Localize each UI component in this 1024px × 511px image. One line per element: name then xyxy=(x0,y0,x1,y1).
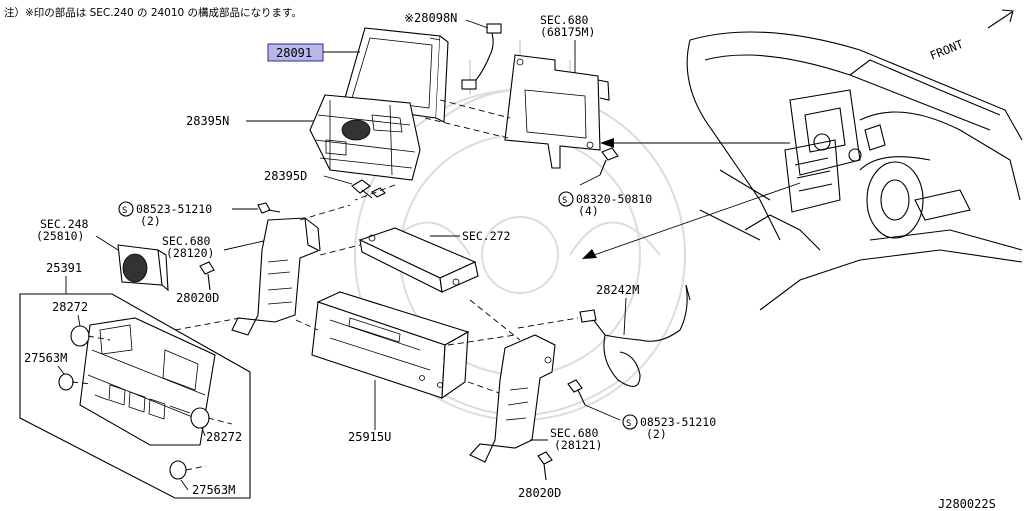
bracket-28120: SEC.680 (28120) xyxy=(162,217,321,336)
label-08523-51210-right-qty: (2) xyxy=(646,427,667,441)
label-sec680-28121-b: (28121) xyxy=(554,438,602,452)
label-27563M-bottom: 27563M xyxy=(192,483,235,497)
label-25391: 25391 xyxy=(46,261,82,275)
knob-icon xyxy=(58,373,74,391)
screw-08523-51210-right: S 08523-51210 (2) xyxy=(567,379,716,441)
screw-28020D-bottom: 28020D xyxy=(518,451,561,500)
main-unit-25915U: 25915U xyxy=(311,291,470,444)
label-08320-50810: 08320-50810 xyxy=(576,192,652,206)
label-28395N: 28395N xyxy=(186,114,229,128)
screw-08320-50810: S 08320-50810 (4) xyxy=(558,147,652,218)
harness-28098N: ※28098N xyxy=(404,11,502,90)
module-sec272: SEC.272 xyxy=(358,227,510,293)
panel-group-box xyxy=(19,293,251,499)
climate-panel-25391: 25391 xyxy=(19,261,251,499)
label-28020D-bottom: 28020D xyxy=(518,486,561,500)
label-28020D-left: 28020D xyxy=(176,291,219,305)
s-mark-icon xyxy=(622,414,638,430)
location-arrow-lower xyxy=(593,182,801,256)
label-28395D: 28395D xyxy=(264,169,307,183)
screw-28020D-left: 28020D xyxy=(176,261,219,305)
front-indicator: FRONT xyxy=(928,9,1014,63)
speaker-sec248: SEC.248 (25810) xyxy=(36,217,169,292)
label-sec680-28120-b: (28120) xyxy=(166,246,214,260)
label-28098N: ※28098N xyxy=(404,11,457,25)
s-mark-3: S xyxy=(626,419,631,429)
diagram-id: J280022S xyxy=(938,497,996,511)
label-sec680-28121-a: SEC.680 xyxy=(550,426,599,440)
front-arrow-icon xyxy=(987,9,1014,29)
note-text: 注）※印の部品は SEC.240 の 24010 の構成部品になります。 xyxy=(4,6,302,19)
label-25915U: 25915U xyxy=(348,430,391,444)
display-unit-28091: 28091 xyxy=(267,27,449,123)
dashboard-illustration xyxy=(686,31,1023,311)
control-unit-28395N: 28395N xyxy=(186,94,421,181)
label-08523-51210-top-qty: (2) xyxy=(140,214,161,228)
harness-28242M: 28242M xyxy=(517,283,691,387)
arrowhead-upper-icon xyxy=(600,138,614,148)
s-mark-icon xyxy=(118,201,134,217)
front-label: FRONT xyxy=(928,37,965,63)
s-mark-2: S xyxy=(122,206,127,216)
label-sec248-b: (25810) xyxy=(36,229,84,243)
screw-08523-51210-top: S 08523-51210 (2) xyxy=(118,201,281,228)
label-08523-51210-top: 08523-51210 xyxy=(136,202,212,216)
label-28272-top: 28272 xyxy=(52,300,88,314)
bracket-68175M: SEC.680 (68175M) xyxy=(504,13,610,169)
highlight-28091 xyxy=(267,43,324,62)
s-mark-1: S xyxy=(562,196,567,206)
s-mark-icon xyxy=(558,191,574,207)
arrowhead-lower-icon xyxy=(582,249,597,259)
label-28272-bottom: 28272 xyxy=(206,430,242,444)
label-sec680-28120-a: SEC.680 xyxy=(162,234,211,248)
label-sec248-a: SEC.248 xyxy=(40,217,89,231)
label-08320-50810-qty: (4) xyxy=(578,204,599,218)
knob-icon xyxy=(70,325,90,347)
knob-icon xyxy=(169,460,187,480)
bracket-28121: SEC.680 (28121) xyxy=(469,334,602,463)
label-27563M-top: 27563M xyxy=(24,351,67,365)
label-sec680-68175M-b: (68175M) xyxy=(540,25,595,39)
label-sec680-68175M-a: SEC.680 xyxy=(540,13,589,27)
knob-icon xyxy=(190,407,210,429)
label-28091: 28091 xyxy=(276,46,312,60)
label-08523-51210-right: 08523-51210 xyxy=(640,415,716,429)
label-28242M: 28242M xyxy=(596,283,639,297)
label-sec272: SEC.272 xyxy=(462,229,510,243)
